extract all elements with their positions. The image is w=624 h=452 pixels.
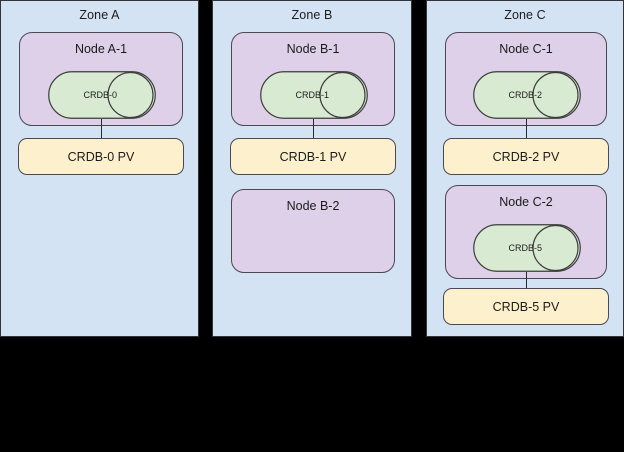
node-title-node-c-1: Node C-1 <box>499 42 553 56</box>
database-cylinder-crdb-1: CRDB-1 <box>260 71 368 119</box>
node-title-node-b-1: Node B-1 <box>286 42 340 56</box>
database-label-crdb-5: CRDB-5 <box>508 243 542 253</box>
cylinder-shape <box>260 71 368 119</box>
zone-title-zone-b: Zone B <box>291 8 333 22</box>
database-cylinder-crdb-0: CRDB-0 <box>48 71 156 119</box>
database-cylinder-crdb-2: CRDB-2 <box>473 71 581 119</box>
connector-node-a-1 <box>101 119 102 138</box>
database-cylinder-crdb-5: CRDB-5 <box>473 224 581 272</box>
cylinder-shape <box>48 71 156 119</box>
zone-title-zone-c: Zone C <box>504 8 546 22</box>
node-title-node-c-2: Node C-2 <box>499 195 553 209</box>
cylinder-shape <box>473 224 581 272</box>
cylinder-shape <box>473 71 581 119</box>
database-label-crdb-0: CRDB-0 <box>83 90 117 100</box>
pv-crdb-2-pv: CRDB-2 PV <box>443 138 609 175</box>
node-node-b-2: Node B-2 <box>231 189 395 273</box>
pv-crdb-0-pv: CRDB-0 PV <box>18 138 184 175</box>
connector-node-c-1 <box>526 119 527 138</box>
node-title-node-b-2: Node B-2 <box>286 199 340 213</box>
database-label-crdb-1: CRDB-1 <box>295 90 329 100</box>
database-label-crdb-2: CRDB-2 <box>508 90 542 100</box>
connector-node-b-1 <box>313 119 314 138</box>
pv-crdb-5-pv: CRDB-5 PV <box>443 288 609 325</box>
zone-title-zone-a: Zone A <box>79 8 120 22</box>
pv-crdb-1-pv: CRDB-1 PV <box>230 138 396 175</box>
connector-node-c-2 <box>526 272 527 288</box>
node-title-node-a-1: Node A-1 <box>74 42 128 56</box>
